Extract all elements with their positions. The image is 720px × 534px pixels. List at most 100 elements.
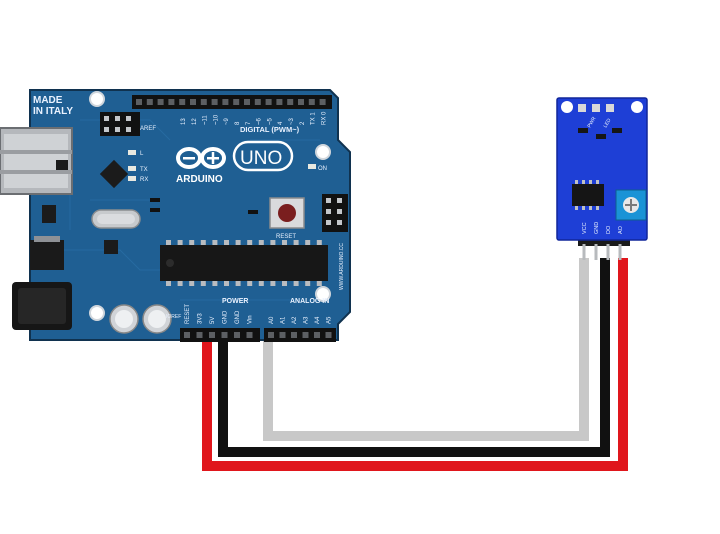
smd-resistor (248, 210, 258, 214)
header-hole (308, 99, 315, 105)
on-led-label: ON (318, 166, 327, 172)
sensor-pin-label: VCC (582, 222, 588, 234)
header-hole (190, 99, 196, 105)
dc-power-jack (12, 282, 72, 330)
smd-resistor (150, 198, 160, 202)
crystal (91, 209, 141, 229)
sensor-pin-label: AO (618, 225, 624, 234)
pin-label: ~10 (213, 114, 219, 125)
pin-label: 4 (278, 121, 284, 125)
made-text: MADE (33, 95, 63, 106)
header-hole (179, 99, 186, 105)
tx-led-label: TX (140, 167, 148, 173)
pin-label: GND (223, 310, 229, 324)
header-hole (157, 99, 164, 105)
pin-label: A5 (327, 316, 333, 324)
header-hole (319, 99, 326, 105)
pin-label: ~3 (289, 117, 295, 125)
smd-resistor (150, 208, 160, 212)
header-hole (265, 99, 272, 105)
signal-wire (263, 258, 589, 441)
model-text: UNO (240, 148, 282, 169)
voltage-regulator (30, 240, 64, 270)
header-hole (246, 332, 253, 338)
header-hole (287, 99, 294, 105)
header-hole (314, 332, 320, 338)
mounting-hole (631, 101, 643, 113)
pin-label: 3V3 (198, 313, 204, 324)
header-hole (276, 99, 283, 105)
mounting-hole (89, 305, 105, 321)
l-led-label: L (140, 151, 144, 157)
capacitors (109, 304, 172, 334)
led-label: LED (603, 117, 613, 129)
pin-label: A4 (315, 316, 321, 324)
header-hole (298, 99, 304, 105)
header-hole (254, 99, 261, 105)
pin-label: 2 (300, 121, 306, 125)
brand-text: ARDUINO (176, 174, 223, 185)
pwr-led-label: PWR (587, 116, 598, 129)
pin-label: A3 (304, 316, 310, 324)
pin-label: 5V (210, 317, 216, 324)
header-hole (222, 99, 229, 105)
pin-label: ~11 (203, 115, 209, 125)
mounting-hole (561, 101, 573, 113)
header-hole (221, 332, 228, 338)
smd-chip (56, 160, 68, 170)
pin-label: RX 0 (321, 111, 327, 125)
wires (202, 258, 628, 471)
header-hole (196, 332, 203, 338)
icsp-header-usb (100, 112, 140, 136)
icsp-header-mcu (322, 194, 348, 232)
header-hole (302, 332, 309, 338)
header-hole (184, 332, 190, 338)
vcc-wire (202, 258, 628, 471)
pin-label: ~6 (257, 117, 263, 125)
pin-label: RESET (185, 304, 191, 324)
header-hole (268, 332, 274, 338)
header-hole (146, 99, 153, 105)
header-hole (291, 332, 297, 338)
ioref-label: IOREF (166, 314, 181, 320)
pin-label: 7 (246, 121, 252, 125)
header-hole (136, 99, 142, 105)
pin-label: Vin (248, 315, 254, 324)
header-hole (211, 99, 218, 105)
header-hole (325, 332, 332, 338)
smd-chip (104, 240, 118, 254)
mounting-hole (89, 91, 105, 107)
header-hole (233, 99, 240, 105)
analog-header-label: ANALOG IN (290, 298, 329, 305)
infinity-icon (176, 147, 226, 169)
reset-label: RESET (276, 234, 296, 240)
gnd-wire (218, 258, 610, 457)
rx-led-label: RX (140, 177, 148, 183)
pin-label: 12 (192, 118, 198, 125)
smd-chip (42, 205, 56, 223)
pin-label: A1 (281, 316, 287, 324)
header-hole (200, 99, 207, 105)
header-hole (244, 99, 250, 105)
aref-label: AREF (140, 126, 156, 132)
header-hole (279, 332, 286, 338)
status-leds: L TX RX ON (128, 150, 327, 183)
pin-label: 13 (181, 118, 187, 125)
pin-label: GND (235, 310, 241, 324)
atmega-microcontroller (160, 240, 328, 286)
pin-label: A0 (269, 316, 275, 324)
reset-button: RESET (269, 197, 305, 240)
pin-label: 8 (235, 121, 241, 125)
header-hole (168, 99, 175, 105)
power-header-label: POWER (222, 298, 248, 305)
website-text: WWW.ARDUINO.CC (339, 243, 345, 290)
power-header: RESET 3V3 5V GND GND Vin (180, 304, 260, 342)
sensor-pin-label: GND (594, 222, 600, 234)
header-hole (209, 332, 215, 338)
sensor-pin-header (578, 238, 630, 260)
arduino-logo: ARDUINO UNO (176, 140, 294, 185)
